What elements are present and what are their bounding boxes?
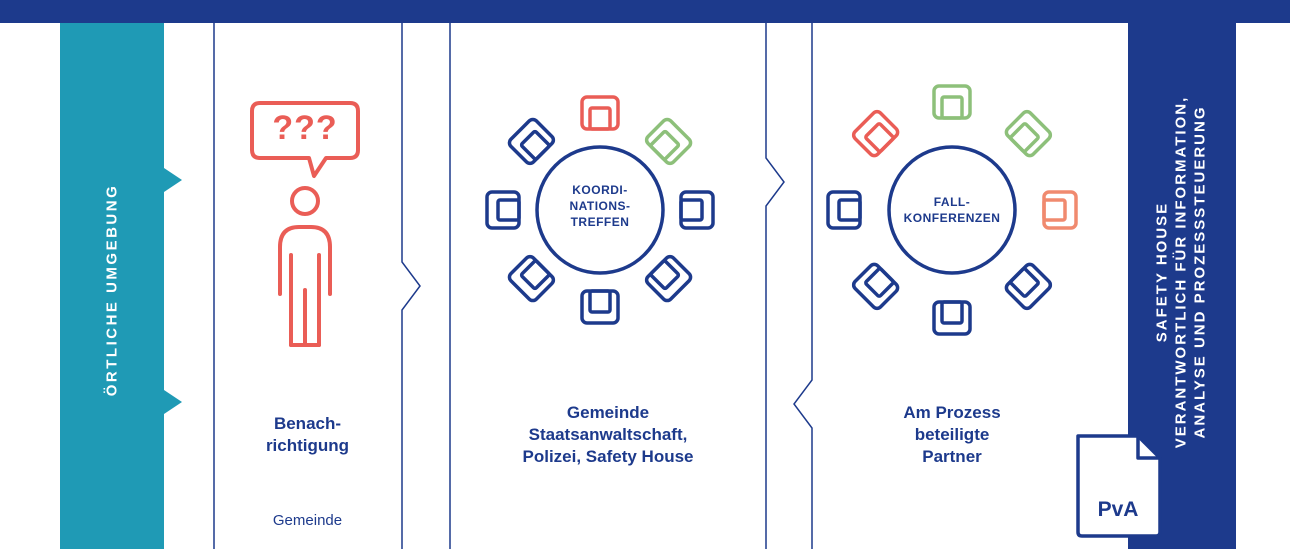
- koordinationstreffen-chair-icon-4: [644, 254, 693, 303]
- fallkonferenzen-chairs: [826, 84, 1078, 336]
- column1-label: Benach- richtigung: [215, 413, 400, 457]
- koordinationstreffen-chair-icon-3: [679, 190, 715, 230]
- koordinationstreffen-line-3: TREFFEN: [570, 215, 630, 229]
- column3-label-line-3: Partner: [922, 447, 982, 466]
- fallkonferenzen-line-1: FALL-: [933, 195, 971, 209]
- column2-label-line-2: Staatsanwaltschaft,: [528, 425, 688, 444]
- fallkonferenzen-chair-icon-1: [932, 84, 972, 120]
- column1-label-line-1: Benach-: [273, 414, 342, 433]
- koordinationstreffen-chair-icon-1: [580, 95, 620, 131]
- fallkonferenzen-chair-icon-4: [1004, 262, 1053, 311]
- fallkonferenzen-chair-icon-2: [1004, 109, 1053, 158]
- koordinationstreffen-center-label: KOORDI- NATIONS- TREFFEN: [560, 182, 640, 230]
- left-band-arrow-top: [164, 168, 182, 192]
- column1-label-line-2: richtigung: [265, 436, 350, 455]
- koordinationstreffen-chairs: [485, 95, 715, 325]
- koordinationstreffen-line-2: NATIONS-: [569, 199, 631, 213]
- fallkonferenzen-chair-icon-7: [826, 190, 862, 230]
- column1-sub-label: Gemeinde: [272, 512, 343, 529]
- divider-col3-left-chevron: [793, 23, 813, 549]
- pva-document-label: PvA: [1097, 498, 1139, 521]
- column2-label-line-1: Gemeinde: [566, 403, 650, 422]
- fallkonferenzen-center-label: FALL- KONFERENZEN: [902, 194, 1002, 226]
- document-fold-icon: [1136, 436, 1160, 460]
- fallkonferenzen-chair-icon-8: [851, 109, 900, 158]
- left-band-arrow-bottom: [164, 390, 182, 414]
- koordinationstreffen-chair-icon-6: [507, 254, 556, 303]
- koordinationstreffen-line-1: KOORDI-: [572, 183, 628, 197]
- column3-label-line-2: beteiligte: [914, 425, 990, 444]
- divider-col1-right-chevron: [401, 23, 421, 549]
- fallkonferenzen-chair-icon-5: [932, 300, 972, 336]
- fallkonferenzen-chair-icon-3: [1042, 190, 1078, 230]
- speech-bubble-text: ???: [272, 109, 338, 147]
- top-bar: [0, 0, 1290, 23]
- koordinationstreffen-chair-icon-5: [580, 289, 620, 325]
- person-icon: [278, 186, 332, 347]
- fallkonferenzen-line-2: KONFERENZEN: [903, 211, 1001, 225]
- koordinationstreffen-chair-icon-2: [644, 117, 693, 166]
- column2-label-line-3: Polizei, Safety House: [522, 447, 694, 466]
- column2-label: Gemeinde Staatsanwaltschaft, Polizei, Sa…: [452, 402, 764, 468]
- divider-col2-right-chevron: [765, 23, 785, 549]
- local-environment-band: [60, 23, 164, 549]
- koordinationstreffen-chair-icon-7: [485, 190, 521, 230]
- fallkonferenzen-chair-icon-6: [851, 262, 900, 311]
- document-icon: [1076, 434, 1162, 538]
- speech-bubble-icon: [250, 101, 360, 178]
- fallkonferenzen-table: [887, 145, 1017, 275]
- column3-label: Am Prozess beteiligte Partner: [862, 402, 1042, 468]
- column3-label-line-1: Am Prozess: [903, 403, 1001, 422]
- koordinationstreffen-chair-icon-8: [507, 117, 556, 166]
- koordinationstreffen-table: [535, 145, 665, 275]
